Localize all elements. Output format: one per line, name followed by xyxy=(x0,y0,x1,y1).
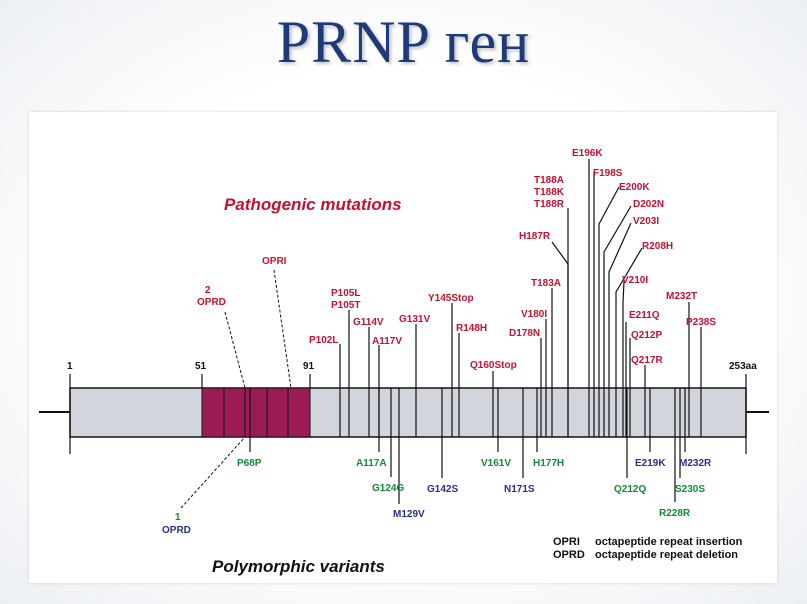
mutation-label: T188R xyxy=(534,199,565,210)
mutation-label: P102L xyxy=(309,335,338,346)
legend-abbr-opri: OPRI xyxy=(553,536,580,548)
gene-diagram-svg: Pathogenic mutations Polymorphic variant… xyxy=(39,148,769,576)
oprd1-callout-line xyxy=(180,436,246,509)
variant-label: Q212Q xyxy=(614,484,646,495)
mutation-label: Q212P xyxy=(631,330,662,341)
legend-text-opri: octapeptide repeat insertion xyxy=(595,536,743,548)
mutation-label: V203I xyxy=(633,216,659,227)
variant-label: R228R xyxy=(659,508,691,519)
stem-v210i xyxy=(622,280,625,437)
mutation-label: P238S xyxy=(686,317,716,328)
polymorphic-labels: P68P A117A G124G M129V G142S V161V N171S… xyxy=(237,458,712,520)
position-label-253: 253aa xyxy=(729,361,757,372)
mutation-label: V180I xyxy=(521,309,547,320)
mutation-label: T183A xyxy=(531,278,561,289)
variant-label: M129V xyxy=(393,509,425,520)
mutation-label: M232T xyxy=(666,291,697,302)
variant-label: S230S xyxy=(675,484,705,495)
prnp-gene-figure: Pathogenic mutations Polymorphic variant… xyxy=(29,112,777,583)
polymorphic-heading: Polymorphic variants xyxy=(212,557,385,576)
legend-text-oprd: octapeptide repeat deletion xyxy=(595,549,738,561)
oprd1-number: 1 xyxy=(175,512,181,523)
mutation-label: F198S xyxy=(593,168,623,179)
mutation-label: V210I xyxy=(622,275,648,286)
variant-label: N171S xyxy=(504,484,535,495)
oprd1-label: OPRD xyxy=(162,525,191,536)
oprd2-callout-line xyxy=(224,311,246,389)
mutation-label: H187R xyxy=(519,231,551,242)
mutation-label: D202N xyxy=(633,199,664,210)
variant-label: G124G xyxy=(372,483,404,494)
position-label-51: 51 xyxy=(195,361,207,372)
legend-abbr-oprd: OPRD xyxy=(553,549,585,561)
mutation-label: R148H xyxy=(456,323,487,334)
stem-e200k xyxy=(598,186,620,437)
mutation-label: D178N xyxy=(509,328,540,339)
mutation-label: E196K xyxy=(572,148,603,159)
pathogenic-heading: Pathogenic mutations xyxy=(224,195,402,214)
slide-title: PRNP ген xyxy=(276,9,531,75)
stem-v203i xyxy=(608,222,632,437)
mutation-label: T188A xyxy=(534,175,564,186)
mutation-label: A117V xyxy=(372,336,402,347)
mutation-label: P105T xyxy=(331,300,360,311)
mutation-label: G114V xyxy=(353,317,384,328)
opri-label: OPRI xyxy=(262,256,287,267)
variant-label: P68P xyxy=(237,458,262,469)
position-label-91: 91 xyxy=(303,361,315,372)
variant-label: H177H xyxy=(533,458,564,469)
variant-label: E219K xyxy=(635,458,666,469)
prion-protein-bar xyxy=(69,387,747,438)
mutation-label: Q217R xyxy=(631,355,663,366)
variant-label: A117A xyxy=(356,458,387,469)
legend: OPRI octapeptide repeat insertion OPRD o… xyxy=(553,536,743,561)
octapeptide-repeat-region xyxy=(201,387,311,438)
mutation-label: R208H xyxy=(642,241,673,252)
mutation-label: Y145Stop xyxy=(428,293,474,304)
mutation-label: T188K xyxy=(534,187,565,198)
position-label-1: 1 xyxy=(67,361,73,372)
stem-d202n xyxy=(603,205,632,437)
variant-label: M232R xyxy=(679,458,712,469)
mutation-label: P105L xyxy=(331,288,360,299)
opri-callout-line xyxy=(273,269,292,389)
oprd2-number: 2 xyxy=(205,285,211,296)
mutation-label: Q160Stop xyxy=(470,360,517,371)
mutation-label: G131V xyxy=(399,314,430,325)
pathogenic-labels: P102L P105L P105T G114V A117V G131V Y145… xyxy=(309,148,716,371)
mutation-label: E211Q xyxy=(629,310,660,321)
variant-label: G142S xyxy=(427,484,458,495)
pathogenic-stems xyxy=(339,159,702,437)
oprd2-label: OPRD xyxy=(197,297,226,308)
stem-r208h xyxy=(615,247,643,437)
mutation-label: E200K xyxy=(619,182,650,193)
variant-label: V161V xyxy=(481,458,511,469)
polymorphic-stems xyxy=(249,388,686,504)
